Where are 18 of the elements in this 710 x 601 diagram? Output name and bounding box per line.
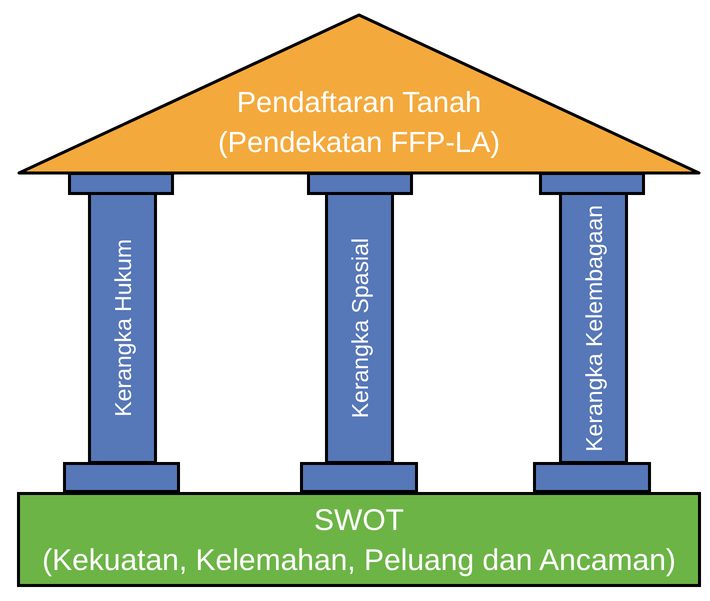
pillar-label: Kerangka Spasial xyxy=(346,238,372,418)
foundation-heading: SWOT xyxy=(314,503,404,539)
pillar-shaft xyxy=(325,192,394,464)
roof-subheading: (Pendekatan FFP-LA) xyxy=(218,126,500,161)
pillar-label: Kerangka Hukum xyxy=(110,239,136,417)
pillar-label: Kerangka Kelembagaan xyxy=(580,204,606,452)
pillar-base xyxy=(533,462,651,493)
pillar-capital xyxy=(307,172,413,195)
foundation-subheading: (Kekuatan, Kelemahan, Peluang dan Ancaman) xyxy=(42,543,676,579)
roof-heading: Pendaftaran Tanah xyxy=(236,86,482,121)
pillar-base xyxy=(63,462,180,493)
foundation-slab xyxy=(17,492,701,587)
pillar-capital xyxy=(539,172,645,195)
roof-pediment xyxy=(16,12,702,176)
pillar-capital xyxy=(68,172,174,195)
pillar-shaft xyxy=(559,192,628,464)
pillar-base xyxy=(300,462,418,493)
pillar-shaft xyxy=(88,192,157,464)
